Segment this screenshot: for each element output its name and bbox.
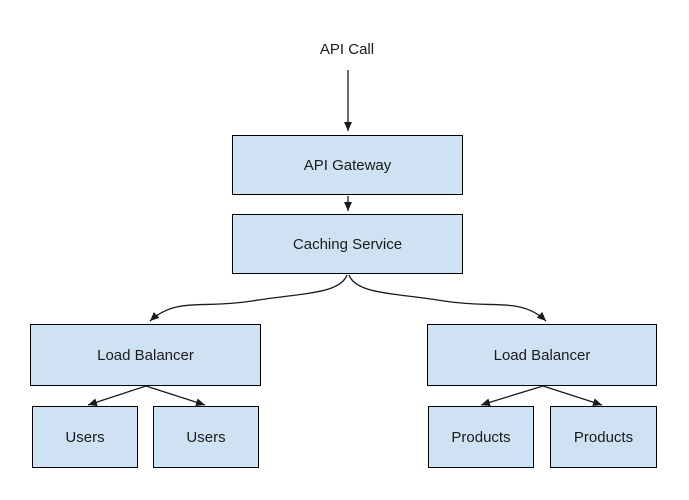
edge-caching-service-to-load-balancer-left <box>149 274 348 322</box>
node-caching-service: Caching Service <box>232 214 463 274</box>
node-api-call: API Call <box>297 38 397 60</box>
node-products-1-label: Products <box>451 428 511 446</box>
edge-load-balancer-left-to-users-1 <box>87 385 147 406</box>
node-users-1-label: Users <box>65 428 105 446</box>
node-products-2-label: Products <box>573 428 634 446</box>
node-users-2: Users <box>153 406 259 468</box>
node-load-balancer-left-label: Load Balancer <box>97 346 194 364</box>
edge-load-balancer-right-to-products-2 <box>542 385 603 407</box>
edge-load-balancer-right-to-products-1 <box>480 385 544 407</box>
node-caching-service-label: Caching Service <box>292 235 403 253</box>
node-api-gateway-label: API Gateway <box>303 156 392 174</box>
node-products-2: Products <box>550 406 657 468</box>
node-load-balancer-left: Load Balancer <box>30 324 261 386</box>
node-users-1: Users <box>32 406 138 468</box>
node-users-2-label: Users <box>186 428 226 446</box>
edge-caching-service-to-load-balancer-right <box>348 274 547 322</box>
node-api-gateway: API Gateway <box>232 135 463 195</box>
node-products-1: Products <box>428 406 534 468</box>
node-load-balancer-right-label: Load Balancer <box>493 346 591 364</box>
edge-load-balancer-left-to-users-2 <box>145 385 206 407</box>
node-load-balancer-right: Load Balancer <box>427 324 657 386</box>
node-api-call-label: API Call <box>319 40 375 58</box>
